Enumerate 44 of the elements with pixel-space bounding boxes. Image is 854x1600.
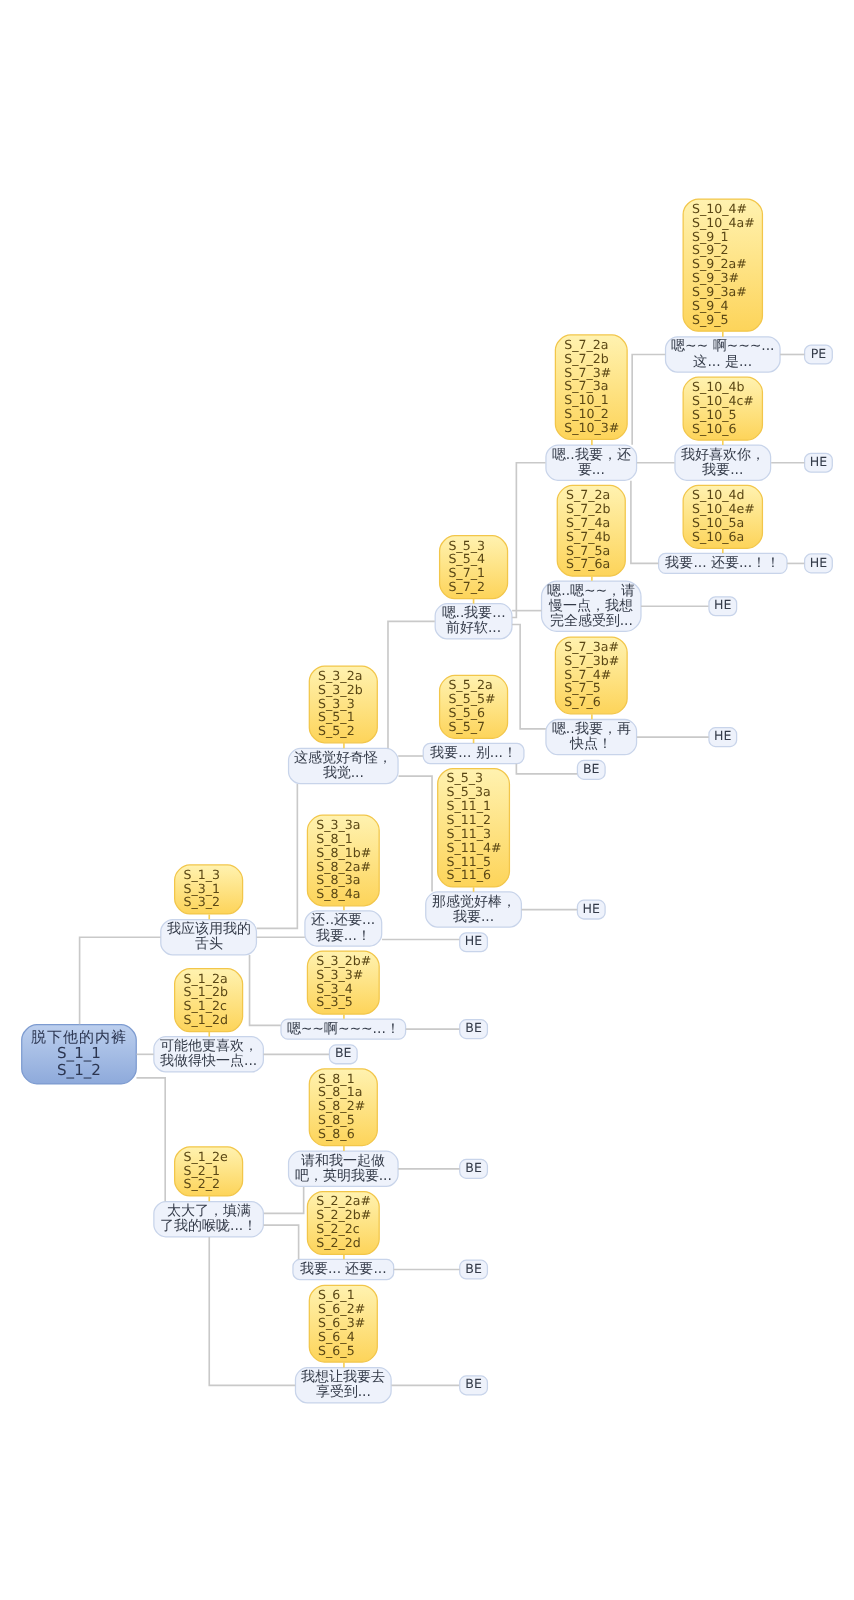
connector [381, 937, 461, 940]
connector [779, 352, 806, 355]
connector [631, 352, 667, 445]
connector [591, 574, 593, 581]
connector [397, 1167, 461, 1169]
connector [343, 1012, 345, 1019]
connector [397, 774, 433, 892]
connector [520, 907, 579, 910]
connector [262, 1223, 300, 1260]
connector [721, 438, 724, 445]
connector [770, 460, 806, 463]
connector [255, 782, 299, 929]
connector [591, 437, 593, 445]
connector [511, 460, 547, 618]
connector [721, 329, 724, 337]
connector [630, 478, 660, 564]
connector [390, 1383, 460, 1386]
connector [135, 1076, 166, 1202]
connector [591, 712, 593, 720]
connector [640, 604, 710, 607]
connector [248, 953, 282, 1026]
connector [208, 1235, 297, 1386]
connector [343, 904, 345, 911]
connector [343, 1253, 345, 1260]
connector [343, 741, 345, 749]
connector [397, 754, 424, 756]
connector [262, 1052, 330, 1055]
connector [208, 912, 211, 920]
connector [511, 608, 543, 611]
connector [387, 619, 436, 749]
connector [343, 1360, 345, 1368]
connector [78, 935, 162, 1024]
connector [135, 1052, 155, 1055]
connector [404, 1027, 461, 1029]
connector [392, 1267, 461, 1270]
connector [343, 1144, 345, 1151]
connector [255, 935, 306, 938]
connector [208, 1029, 211, 1037]
connector [263, 1185, 305, 1214]
connector [721, 546, 724, 553]
connector [208, 1194, 211, 1202]
connector [636, 460, 676, 463]
connector [636, 735, 710, 737]
connector [515, 761, 578, 774]
